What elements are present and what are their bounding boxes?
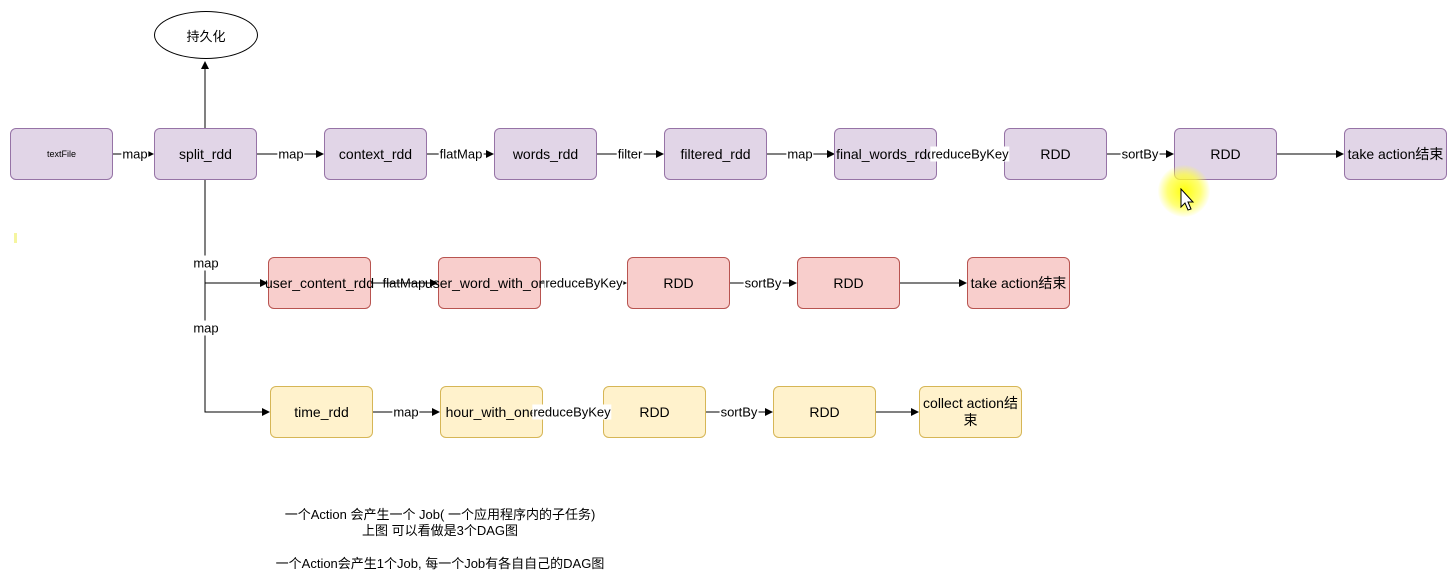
node-time-rdd[interactable]: time_rdd [270,386,373,438]
note-block: 一个Action 会产生一个 Job( 一个应用程序内的子任务) 上图 可以看做… [272,507,608,539]
highlight-speck [14,233,17,243]
edge-label-filter: filter [616,146,644,162]
mouse-cursor-icon [1180,188,1195,211]
edge-label-flatmap-2: flatMap [382,275,426,291]
node-textfile[interactable]: textFile [10,128,113,180]
persist-label: 持久化 [186,28,226,44]
node-time-rdd-label: time_rdd [294,403,349,420]
node-take-action-2-label: take action结束 [970,274,1067,291]
node-textfile-label: textFile [46,148,76,159]
node-split-rdd-label: split_rdd [179,145,232,162]
edge-label-map-branch-2: map [192,320,220,336]
node-hour-with-one-label: hour_with_one [445,403,538,420]
node-words-rdd-label: words_rdd [512,145,579,162]
node-rdd-1[interactable]: RDD [1004,128,1107,180]
node-rdd-5-label: RDD [639,403,670,420]
edge-label-reducebykey-1: reduceByKey [930,146,1010,162]
node-rdd-3-label: RDD [663,274,694,291]
node-user-content-rdd-label: user_content_rdd [265,274,374,291]
node-hour-with-one[interactable]: hour_with_one [440,386,543,438]
node-split-rdd[interactable]: split_rdd [154,128,257,180]
node-rdd-6[interactable]: RDD [773,386,876,438]
node-rdd-3[interactable]: RDD [627,257,730,309]
node-user-word-with-one[interactable]: user_word_with_one [425,257,554,309]
node-collect-action-label-1: collect action结 [923,395,1018,411]
node-user-content-rdd[interactable]: user_content_rdd [265,257,374,309]
note-line-1: 一个Action 会产生一个 Job( 一个应用程序内的子任务) [284,507,596,522]
edge-label-reducebykey-2: reduceByKey [544,275,624,291]
node-rdd-1-label: RDD [1040,145,1071,162]
persist-ellipse[interactable]: 持久化 [154,11,258,59]
node-rdd-4[interactable]: RDD [797,257,900,309]
node-rdd-2[interactable]: RDD [1174,128,1277,180]
note-line-3: 一个Action会产生1个Job, 每一个Job有各自自己的DAG图 [275,556,605,571]
edge-label-map-branch-1: map [192,255,220,271]
node-context-rdd-label: context_rdd [338,145,413,162]
edge-label-sortby-1: sortBy [1120,146,1160,162]
node-rdd-4-label: RDD [833,274,864,291]
edge-split-time [204,283,270,416]
node-rdd-2-label: RDD [1210,145,1241,162]
node-final-words-rdd-label: final_words_rdd [836,145,935,162]
node-take-action-1-label: take action结束 [1347,145,1444,162]
node-final-words-rdd[interactable]: final_words_rdd [834,128,937,180]
node-take-action-2[interactable]: take action结束 [967,257,1070,309]
node-filtered-rdd-label: filtered_rdd [680,145,751,162]
edge-label-reducebykey-3: reduceByKey [532,404,612,420]
edge-label-map-3: map [786,146,814,162]
node-collect-action[interactable]: collect action结 束 [919,386,1022,438]
node-collect-action-label-2: 束 [963,412,978,428]
cursor-highlight [1158,165,1210,217]
node-words-rdd[interactable]: words_rdd [494,128,597,180]
edge-label-flatmap-1: flatMap [438,146,484,162]
node-filtered-rdd[interactable]: filtered_rdd [664,128,767,180]
node-take-action-1[interactable]: take action结束 [1344,128,1447,180]
node-context-rdd[interactable]: context_rdd [324,128,427,180]
edge-label-sortby-3: sortBy [719,404,759,420]
node-rdd-6-label: RDD [809,403,840,420]
edge-label-map-4: map [392,404,420,420]
node-user-word-with-one-label: user_word_with_one [424,274,555,291]
node-rdd-5[interactable]: RDD [603,386,706,438]
edge-label-sortby-2: sortBy [743,275,783,291]
edge-label-map-2: map [277,146,305,162]
edge-label-map-1: map [121,146,149,162]
note-line-2: 上图 可以看做是3个DAG图 [361,523,518,538]
